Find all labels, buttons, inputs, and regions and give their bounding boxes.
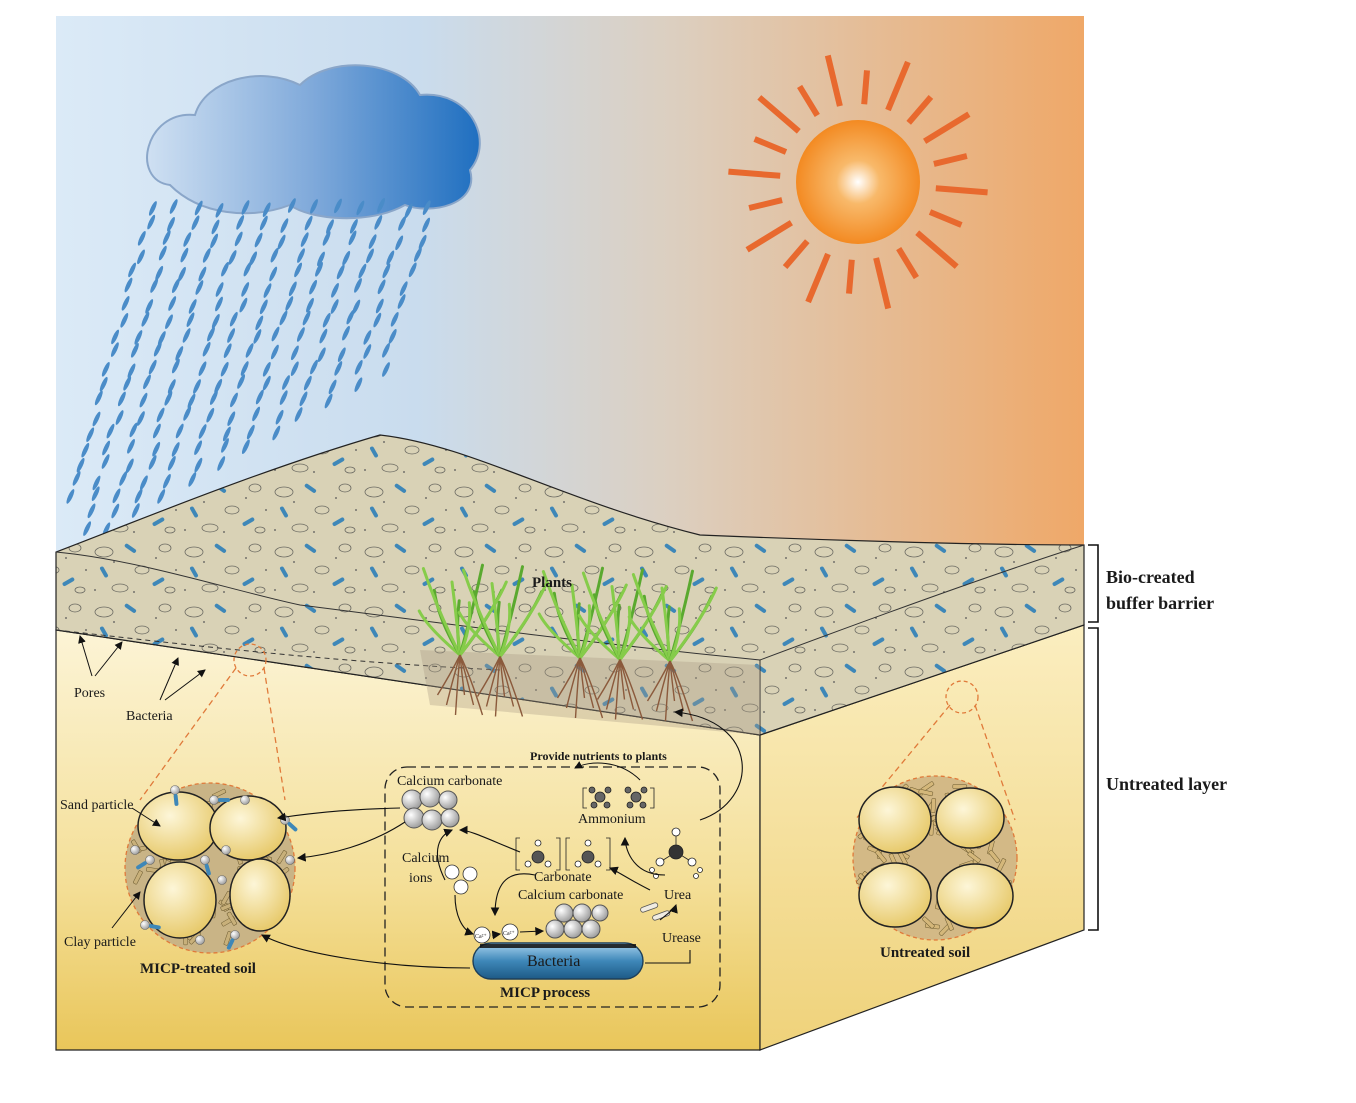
bacteria-pointer-label: Bacteria bbox=[126, 709, 173, 724]
calcium-ions-label-1: Calcium bbox=[402, 851, 450, 866]
rain-cloud bbox=[146, 64, 481, 220]
calcium-carbonate-precipitate bbox=[545, 903, 609, 939]
micp-treated-soil-sample bbox=[124, 782, 298, 954]
sun-icon bbox=[728, 54, 988, 310]
untreated-layer-label: Untreated layer bbox=[1106, 774, 1227, 794]
ca-ion-label-1: Ca²⁺ bbox=[475, 934, 487, 940]
carbonate-molecules bbox=[524, 839, 602, 868]
plants-group bbox=[417, 563, 718, 722]
ammonium-label: Ammonium bbox=[578, 812, 646, 827]
ca-ion-label-2: Ca²⁺ bbox=[503, 931, 515, 937]
urease-label: Urease bbox=[662, 931, 701, 946]
bacteria-cell bbox=[472, 942, 644, 980]
layer-brackets bbox=[1088, 544, 1099, 931]
pores-label: Pores bbox=[74, 686, 105, 701]
ammonium-molecules bbox=[588, 786, 648, 809]
untreated-soil-sample bbox=[852, 775, 1018, 941]
bio-barrier-label-2: buffer barrier bbox=[1106, 593, 1214, 613]
urea-label: Urea bbox=[664, 888, 692, 903]
urease-enzymes bbox=[640, 902, 671, 921]
clay-particle-label: Clay particle bbox=[64, 935, 136, 950]
plants-label: Plants bbox=[532, 575, 572, 591]
calcium-ions-label-2: ions bbox=[409, 871, 432, 886]
carbonate-label: Carbonate bbox=[534, 870, 592, 885]
topsoil-surface bbox=[55, 434, 1085, 736]
calcium-carbonate-mid-label: Calcium carbonate bbox=[518, 888, 623, 903]
micp-treated-soil-label: MICP-treated soil bbox=[140, 961, 256, 977]
bio-barrier-label-1: Bio-created bbox=[1106, 567, 1195, 587]
calcium-carbonate-top-label: Calcium carbonate bbox=[397, 774, 502, 789]
sand-particle-label: Sand particle bbox=[60, 798, 133, 813]
provide-nutrients-label: Provide nutrients to plants bbox=[530, 749, 667, 763]
rain-drops bbox=[66, 197, 431, 538]
calcium-carbonate-cluster bbox=[401, 786, 460, 831]
ca-ions-near-bacteria bbox=[473, 923, 519, 944]
bacteria-cell-label: Bacteria bbox=[527, 953, 580, 970]
micp-process-box bbox=[384, 766, 721, 1008]
calcium-ions bbox=[444, 864, 478, 895]
untreated-soil-label: Untreated soil bbox=[880, 945, 970, 961]
micp-process-label: MICP process bbox=[500, 985, 590, 1001]
